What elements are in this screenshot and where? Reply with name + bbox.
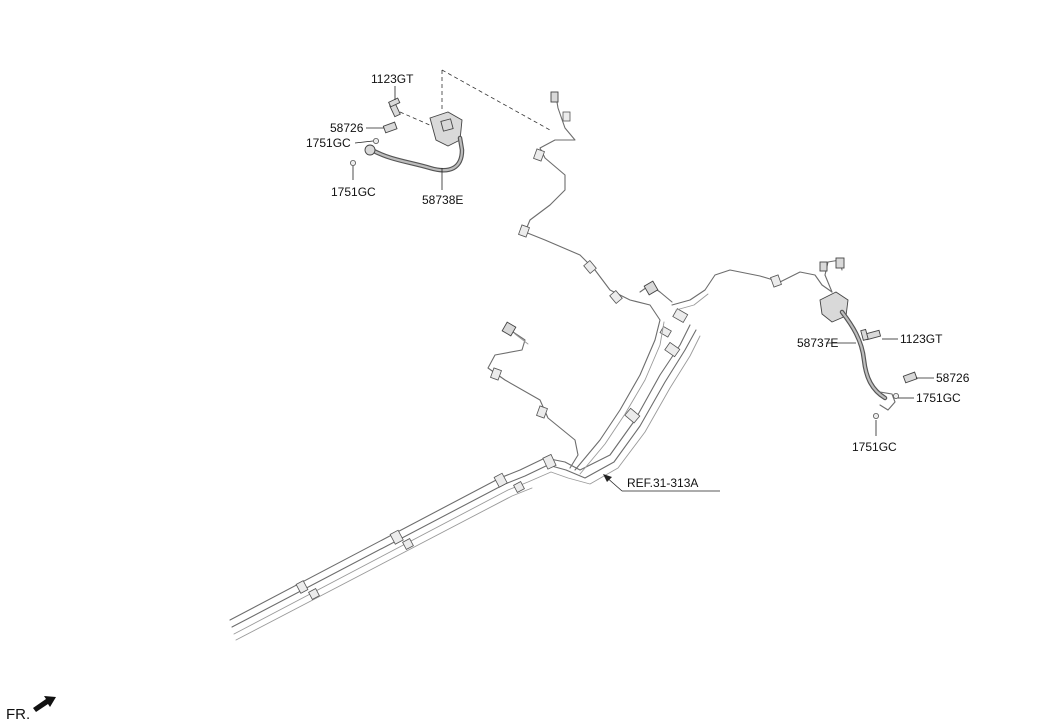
label-1751GC-right-a: 1751GC bbox=[916, 391, 961, 405]
label-58737E: 58737E bbox=[797, 336, 838, 350]
bolt-icon bbox=[860, 328, 882, 341]
label-58726-right: 58726 bbox=[936, 371, 970, 385]
label-1751GC-top-b: 1751GC bbox=[331, 185, 376, 199]
clip-icon bbox=[372, 137, 379, 144]
upper-left-tube bbox=[518, 91, 673, 475]
label-1751GC-right-b: 1751GC bbox=[852, 440, 897, 454]
leader-dashed-bolt bbox=[399, 111, 433, 127]
fitting-icon bbox=[382, 121, 398, 134]
front-left-brake-hose-assembly bbox=[349, 69, 551, 190]
left-loop-tube bbox=[487, 321, 579, 469]
fitting-icon bbox=[902, 371, 918, 384]
clip-icon bbox=[873, 412, 880, 419]
label-1123GT-top: 1123GT bbox=[371, 72, 414, 86]
upper-right-tube bbox=[671, 257, 845, 311]
front-label: FR. bbox=[6, 706, 30, 723]
clip-icon bbox=[349, 159, 356, 166]
label-1123GT-right: 1123GT bbox=[900, 332, 943, 346]
clip-icon bbox=[893, 392, 900, 399]
front-indicator: FR. bbox=[6, 696, 56, 723]
label-reference: REF.31-313A bbox=[627, 476, 698, 490]
front-direction-arrow-icon bbox=[33, 696, 56, 712]
reference-leader bbox=[603, 474, 720, 492]
main-brake-tube-bundle bbox=[229, 308, 701, 641]
front-right-brake-hose-assembly bbox=[819, 291, 934, 436]
label-58726-top: 58726 bbox=[330, 121, 364, 135]
label-58738E: 58738E bbox=[422, 193, 463, 207]
label-1751GC-top-a: 1751GC bbox=[306, 136, 351, 150]
bolt-icon bbox=[388, 97, 401, 118]
